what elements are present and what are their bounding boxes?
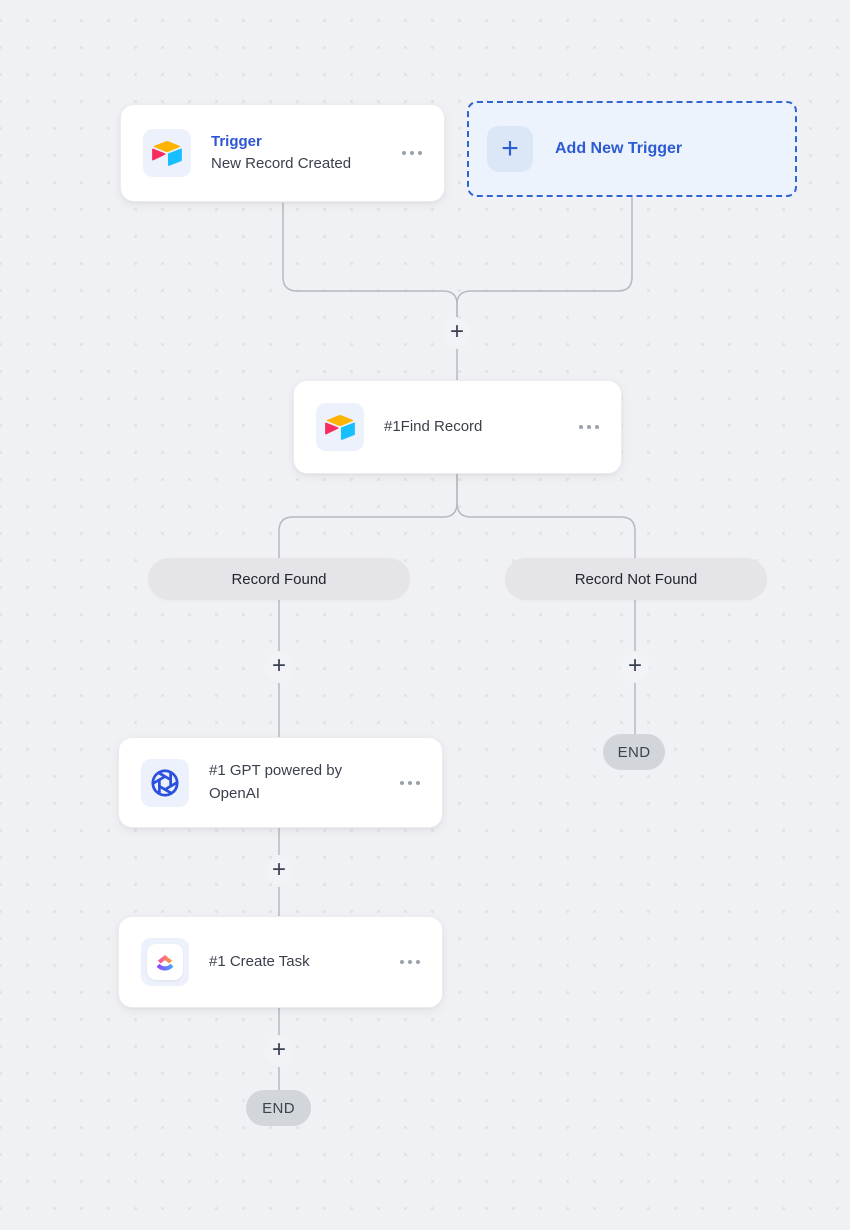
- add-step-button-found-branch[interactable]: +: [265, 653, 293, 681]
- trigger-node-text: Trigger New Record Created: [211, 131, 351, 176]
- ellipsis-menu-icon[interactable]: [398, 775, 422, 791]
- find-record-node-text: #1Find Record: [384, 416, 482, 439]
- trigger-title: Trigger: [211, 132, 262, 150]
- airtable-icon: [316, 403, 364, 451]
- trigger-node[interactable]: Trigger New Record Created: [120, 104, 445, 202]
- gpt-node-title: #1 GPT powered by OpenAI: [209, 762, 343, 802]
- find-record-node[interactable]: #1Find Record: [293, 380, 622, 474]
- find-record-title: #1Find Record: [384, 417, 483, 435]
- create-task-title: #1 Create Task: [209, 952, 310, 970]
- add-step-button-after-gpt[interactable]: +: [265, 857, 293, 885]
- branch-label-record-found: Record Found: [148, 558, 410, 600]
- create-task-node-text: #1 Create Task: [209, 951, 310, 974]
- branch-label-record-not-found: Record Not Found: [505, 558, 767, 600]
- end-badge-right: END: [603, 734, 665, 770]
- ellipsis-menu-icon[interactable]: [398, 954, 422, 970]
- clickup-icon: [141, 938, 189, 986]
- plus-icon: +: [487, 126, 533, 172]
- trigger-subtitle: New Record Created: [211, 155, 352, 172]
- add-new-trigger-button[interactable]: + Add New Trigger: [467, 101, 797, 197]
- add-step-button-after-create-task[interactable]: +: [265, 1037, 293, 1065]
- airtable-icon: [143, 129, 191, 177]
- add-step-button-not-found-branch[interactable]: +: [621, 653, 649, 681]
- add-step-button-merge[interactable]: +: [443, 319, 471, 347]
- gpt-openai-node[interactable]: #1 GPT powered by OpenAI: [118, 737, 443, 828]
- openai-icon: [141, 758, 189, 807]
- gpt-node-text: #1 GPT powered by OpenAI: [209, 760, 378, 805]
- ellipsis-menu-icon[interactable]: [577, 419, 601, 435]
- ellipsis-menu-icon[interactable]: [400, 145, 424, 161]
- end-badge-bottom: END: [246, 1090, 311, 1126]
- add-new-trigger-label: Add New Trigger: [555, 140, 683, 157]
- create-task-node[interactable]: #1 Create Task: [118, 916, 443, 1008]
